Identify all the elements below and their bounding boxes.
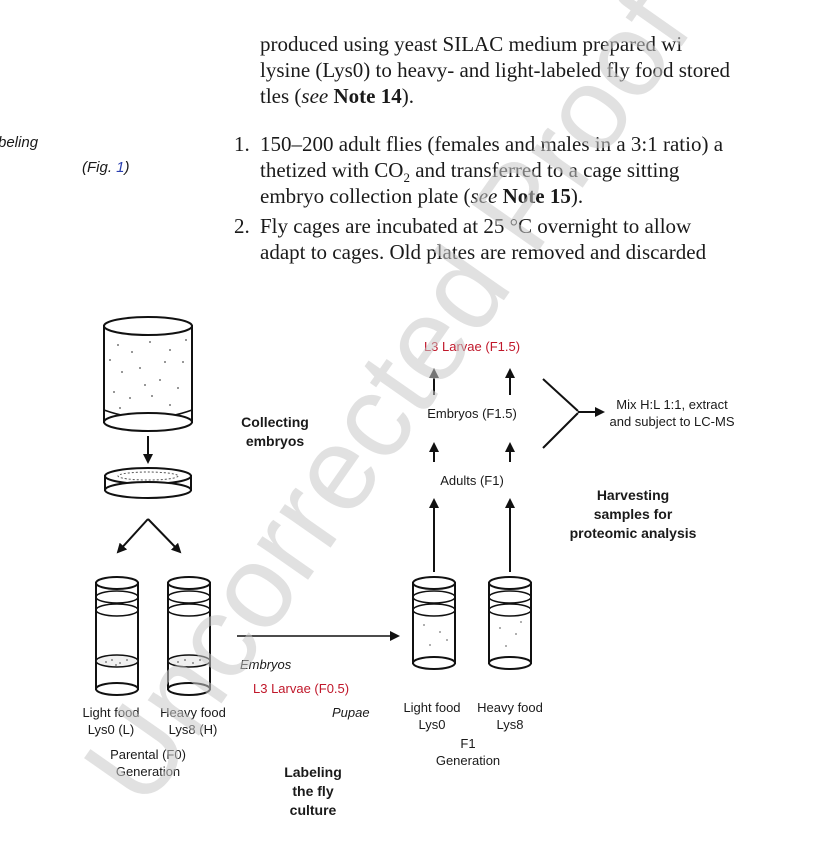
- labeling-label-2: the fly: [292, 783, 333, 799]
- item-1-line-2: thetized with CO2 and transferred to a c…: [260, 157, 679, 191]
- f1-lys0-label: Lys0: [419, 717, 446, 732]
- arrow-split-right: [147, 518, 182, 554]
- item-2-number: 2.: [234, 214, 250, 238]
- f1-generation-label: Generation: [436, 753, 500, 768]
- sidebar-figure-ref: (Fig. 1): [82, 159, 130, 176]
- collecting-label-1: Collecting: [241, 414, 309, 430]
- lys0-l-label: Lys0 (L): [88, 722, 134, 737]
- parental-generation-label: Generation: [116, 764, 180, 779]
- f1-heavy-food-label: Heavy food: [477, 700, 543, 715]
- item-1-line-3: embryo collection plate (see Note 15).: [260, 183, 583, 209]
- vial-heavy-food-icon: [167, 576, 211, 696]
- parental-label: Parental (F0): [110, 747, 186, 762]
- harvest-label-3: proteomic analysis: [570, 525, 697, 541]
- text: and transferred to a cage sitting: [409, 158, 680, 182]
- heavy-food-label: Heavy food: [160, 705, 226, 720]
- text: thetized with CO: [260, 158, 404, 182]
- subscript: 2: [403, 170, 410, 186]
- collection-plate-icon: [104, 467, 192, 499]
- vial-f1-heavy-icon: [488, 576, 532, 670]
- figure-link[interactable]: 1: [116, 159, 125, 176]
- collecting-label-2: embryos: [246, 433, 305, 449]
- f1-light-food-label: Light food: [403, 700, 460, 715]
- text: embryo collection plate (: [260, 184, 471, 208]
- mix-label-1: Mix H:L 1:1, extract: [616, 397, 728, 412]
- text: tles (: [260, 84, 302, 108]
- merge-line: [542, 412, 579, 449]
- note-ref[interactable]: Note 14: [328, 84, 402, 108]
- labeling-label-3: culture: [290, 802, 337, 818]
- item-2-line-2: adapt to cages. Old plates are removed a…: [260, 240, 707, 264]
- text: ): [124, 159, 130, 176]
- l3-larvae-f05-label: L3 Larvae (F0.5): [253, 681, 349, 696]
- see-ref: see: [470, 184, 498, 208]
- labeling-label-1: Labeling: [284, 764, 342, 780]
- text: ).: [570, 184, 584, 208]
- harvest-label-1: Harvesting: [597, 487, 669, 503]
- text: produced using yeast SILAC medium prepar…: [260, 32, 683, 56]
- text: lysine (Lys0) to heavy- and light-labele…: [260, 58, 731, 82]
- item-2-line-1: Fly cages are incubated at 25 °C overnig…: [260, 214, 692, 238]
- text: ).: [401, 84, 414, 108]
- f1-label: F1: [460, 736, 475, 751]
- pupae-label: Pupae: [332, 705, 370, 720]
- continued-line-2: lysine (Lys0) to heavy- and light-labele…: [260, 57, 730, 83]
- f1-lys8-label: Lys8: [497, 717, 524, 732]
- vial-light-food-icon: [95, 576, 139, 696]
- item-1-line-1: 150–200 adult flies (females and males i…: [260, 132, 724, 156]
- lys8-h-label: Lys8 (H): [169, 722, 218, 737]
- note-ref[interactable]: Note 15: [497, 184, 571, 208]
- sidebar-heading: beling: [0, 134, 39, 151]
- light-food-label: Light food: [82, 705, 139, 720]
- fly-cage-icon: [103, 316, 193, 432]
- adults-f1-label: Adults (F1): [440, 473, 504, 488]
- embryos-stage-label: Embryos: [240, 657, 292, 672]
- item-1-number: 1.: [234, 132, 250, 156]
- harvest-label-2: samples for: [594, 506, 673, 522]
- text-clip: produced using yeast SILAC medium prepar…: [0, 0, 740, 280]
- vial-f1-light-icon: [412, 576, 456, 670]
- l3-larvae-f15-label: L3 Larvae (F1.5): [424, 339, 520, 354]
- arrow-split-left: [116, 518, 149, 554]
- continued-line-1: produced using yeast SILAC medium prepar…: [260, 31, 682, 57]
- continued-line-3: tles (see Note 14).: [260, 83, 414, 109]
- embryos-f15-label: Embryos (F1.5): [427, 406, 517, 421]
- text: (Fig.: [82, 159, 117, 176]
- merge-line: [542, 378, 579, 412]
- mix-label-2: and subject to LC-MS: [609, 414, 734, 429]
- see-ref: see: [301, 84, 329, 108]
